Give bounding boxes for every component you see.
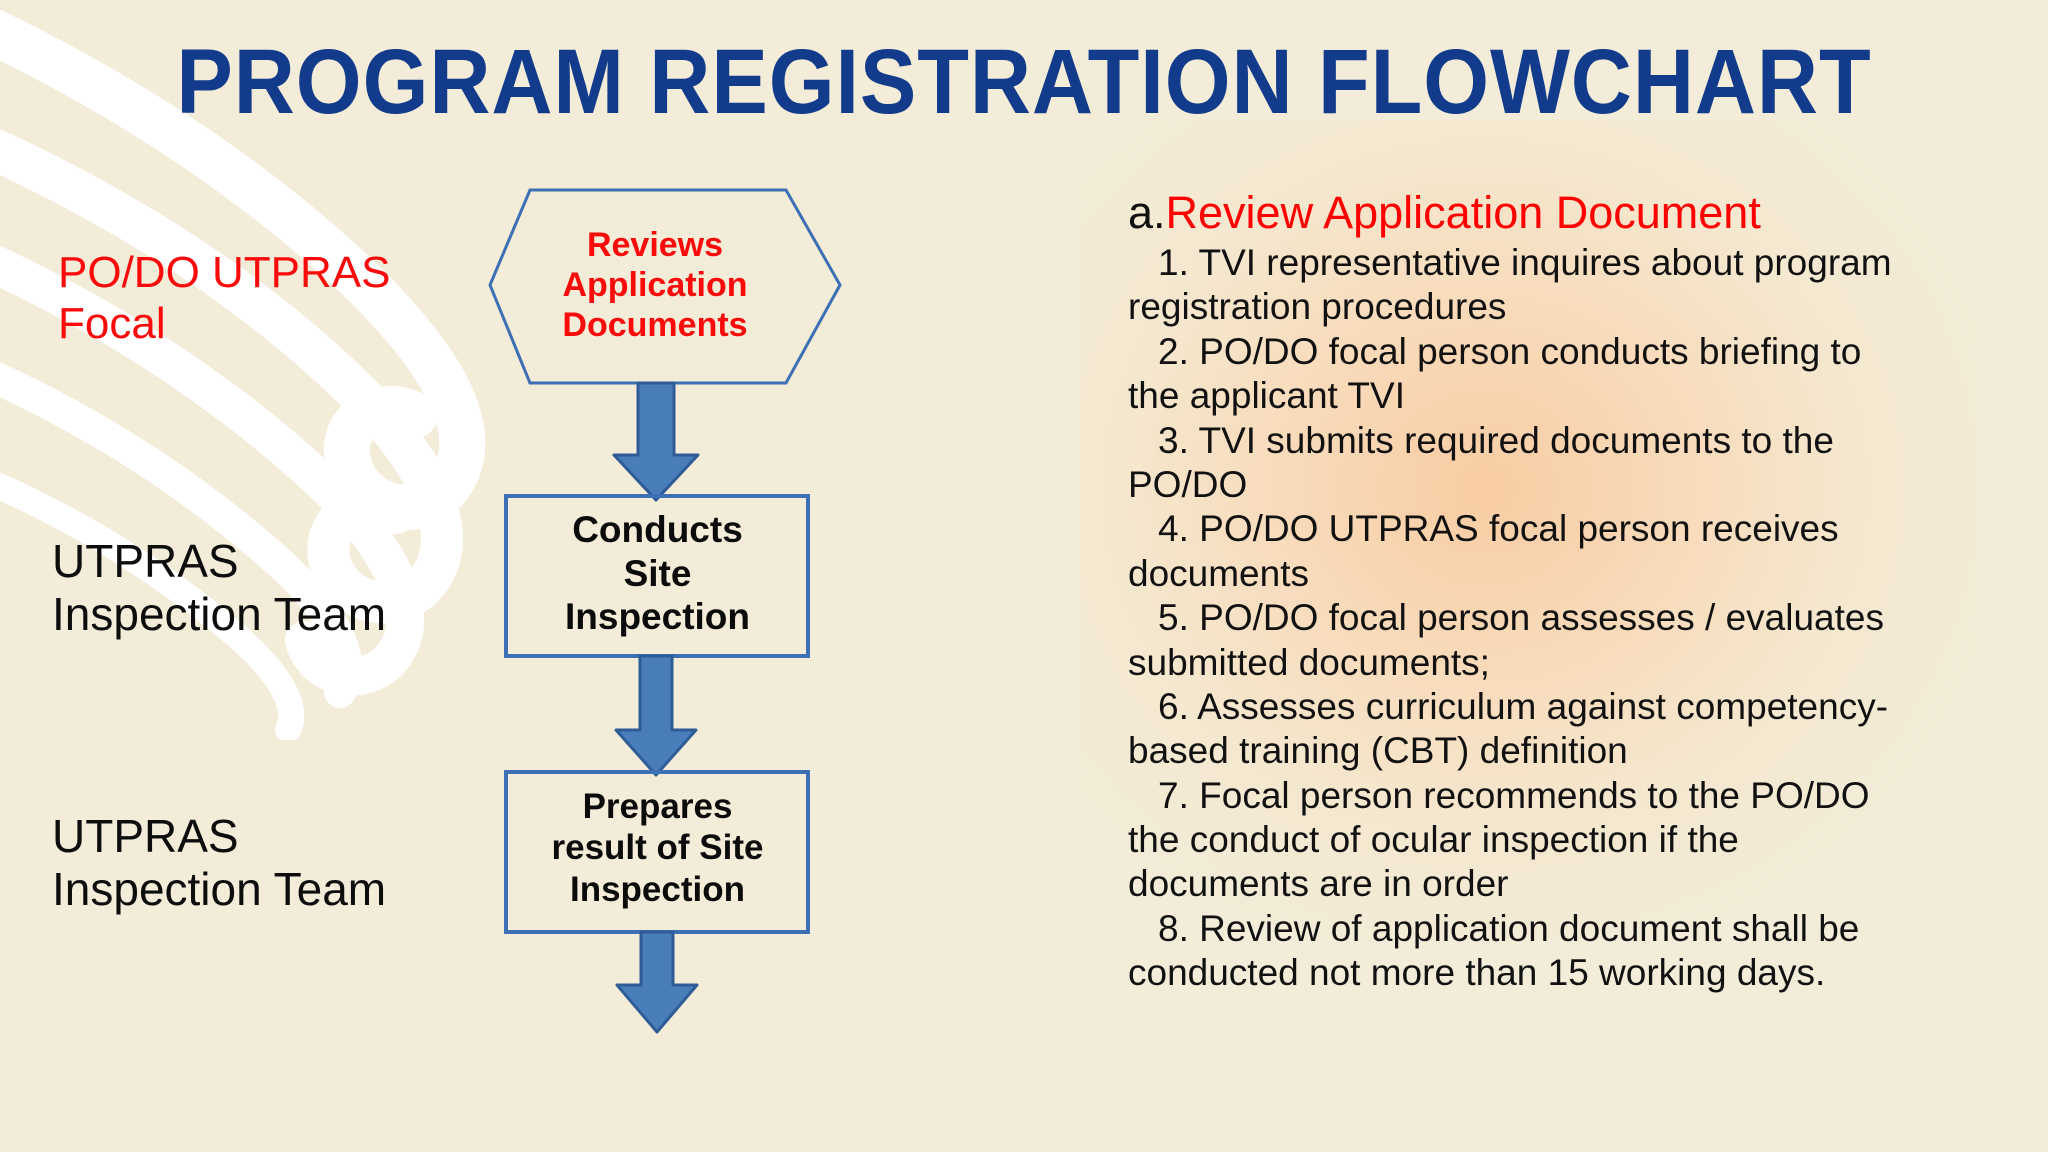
- procedure-item: 8. Review of application document shall …: [1128, 907, 1860, 994]
- role-label-utpras-inspection-team-2: UTPRAS Inspection Team: [52, 810, 387, 915]
- procedure-item: 2. PO/DO focal person conducts briefing …: [1128, 330, 1862, 417]
- procedure-heading-text: Review Application Document: [1165, 187, 1761, 238]
- role-label-utpras-inspection-team-1: UTPRAS Inspection Team: [52, 535, 387, 640]
- procedure-item: 7. Focal person recommends to the PO/DO …: [1128, 774, 1870, 905]
- procedure-item: 5. PO/DO focal person assesses / evaluat…: [1128, 597, 1884, 683]
- role-label-po-do-utpras-focal: PO/DO UTPRAS Focal: [58, 248, 391, 348]
- procedure-item: 1. TVI representative inquires about pro…: [1128, 242, 1892, 328]
- procedure-panel: a.Review Application Document 1. TVI rep…: [1128, 190, 1918, 996]
- procedure-marker: a.: [1128, 187, 1166, 238]
- node-label-prepares-result-of-site-inspection: Prepares result of Site Inspection: [551, 787, 764, 909]
- procedure-item: 6. Assesses curriculum against competenc…: [1128, 685, 1889, 772]
- connector-arrow-2: [614, 654, 698, 777]
- procedure-item: 4. PO/DO UTPRAS focal person receives do…: [1128, 508, 1839, 594]
- page-title: PROGRAM REGISTRATION FLOWCHART: [176, 31, 1872, 133]
- procedure-heading: a.Review Application Document: [1128, 190, 1918, 235]
- node-label-conducts-site-inspection: Conducts Site Inspection: [564, 509, 751, 638]
- procedure-item: 3. TVI submits required documents to the…: [1128, 419, 1834, 505]
- connector-arrow-3: [615, 930, 699, 1034]
- node-label-reviews-application-documents: Reviews Application Documents: [562, 226, 748, 345]
- connector-arrow-1: [612, 381, 700, 502]
